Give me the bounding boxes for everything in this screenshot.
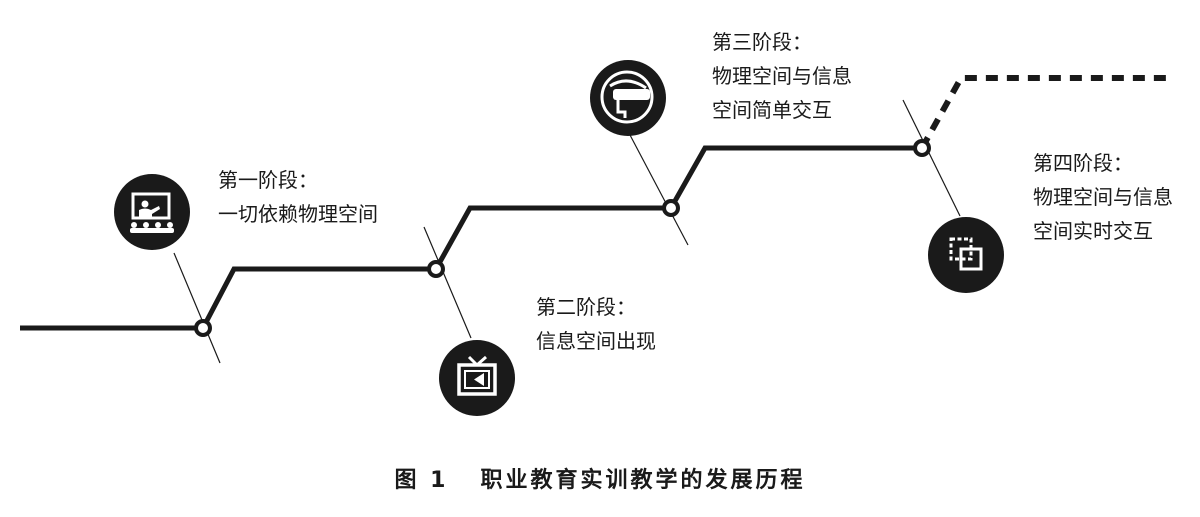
figure-caption-text: 职业教育实训教学的发展历程 — [480, 468, 806, 493]
leader-line-stage-2 — [423, 226, 472, 339]
leader-line-stage-1 — [173, 252, 221, 364]
leader-line-stage-4 — [902, 99, 961, 217]
stage-2-label: 第二阶段： 信息空间出现 — [536, 290, 656, 358]
timeline-future-dashed-line — [919, 75, 1170, 150]
television-icon — [439, 340, 515, 416]
milestone-node-4 — [913, 139, 931, 157]
stage-1-title: 第一阶段： — [218, 168, 318, 192]
vr-headset-icon — [590, 60, 666, 136]
figure-number: 图 1 — [394, 468, 449, 493]
stage-3-label: 第三阶段： 物理空间与信息 空间简单交互 — [712, 25, 852, 127]
stage-4-label: 第四阶段： 物理空间与信息 空间实时交互 — [1033, 146, 1173, 248]
stage-3-title: 第三阶段： — [712, 30, 812, 54]
stage-3-desc-line-1: 物理空间与信息 — [712, 64, 852, 88]
stage-1-desc: 一切依赖物理空间 — [218, 202, 378, 226]
stage-4-desc-line-1: 物理空间与信息 — [1033, 185, 1173, 209]
milestone-node-2 — [427, 260, 445, 278]
stage-2-title: 第二阶段： — [536, 295, 636, 319]
stage-2-desc: 信息空间出现 — [536, 329, 656, 353]
milestone-node-1 — [194, 319, 212, 337]
timeline-step-line — [20, 145, 922, 331]
milestone-node-3 — [662, 199, 680, 217]
classroom-presentation-icon — [114, 174, 190, 250]
linked-squares-icon — [928, 217, 1004, 293]
stage-3-desc-line-2: 空间简单交互 — [712, 98, 832, 122]
stage-1-label: 第一阶段： 一切依赖物理空间 — [218, 163, 378, 231]
stage-4-title: 第四阶段： — [1033, 151, 1133, 175]
leader-line-stage-3 — [629, 134, 689, 246]
stage-4-desc-line-2: 空间实时交互 — [1033, 219, 1153, 243]
figure-caption: 图 1 职业教育实训教学的发展历程 — [0, 462, 1200, 494]
